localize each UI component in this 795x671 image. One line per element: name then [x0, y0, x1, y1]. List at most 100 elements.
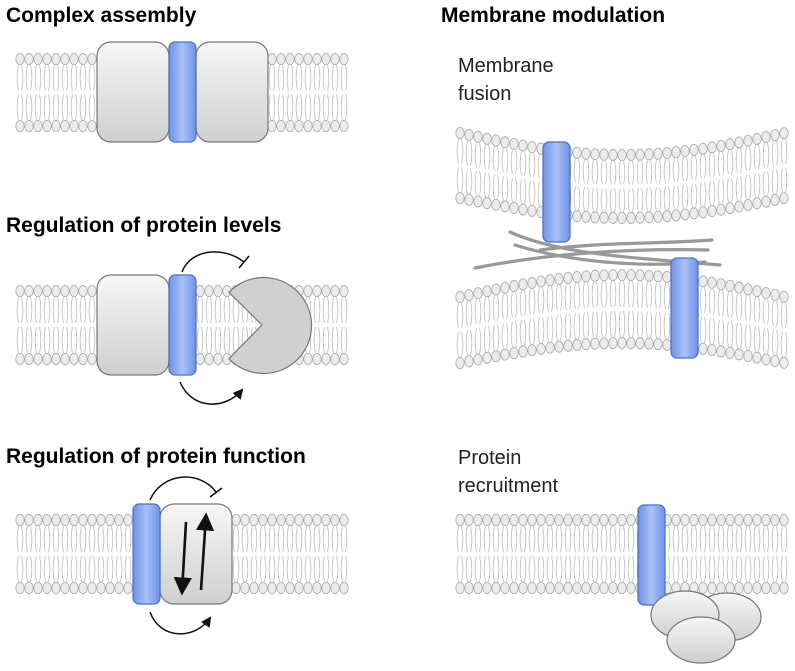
lipid-head [770, 193, 780, 206]
lipid-tail [501, 323, 504, 349]
lipid-tail [785, 331, 788, 357]
lipid-tail [246, 525, 249, 553]
lipid-head [734, 281, 744, 294]
lipid-head [491, 134, 501, 147]
lipid-head [195, 284, 205, 297]
lipid-tail [699, 182, 702, 207]
lipid-head [743, 283, 753, 296]
lipid-tail [30, 326, 33, 354]
lipid-tail [708, 318, 711, 345]
lipid-tail [57, 555, 60, 583]
lipid-tail [618, 280, 621, 308]
lipid-head [680, 145, 690, 158]
lipid-tail [318, 94, 321, 121]
lipid-head [581, 270, 591, 283]
lipid-tail [528, 318, 531, 345]
lipid-tail [663, 158, 666, 183]
lipid-tail [524, 151, 527, 176]
lipid-tail [291, 525, 294, 553]
lipid-tail [210, 296, 213, 324]
lipid-head [626, 514, 636, 527]
lipid-head [779, 514, 789, 527]
lipid-tail [250, 525, 253, 553]
lipid-head [680, 208, 690, 221]
lipid-tail [34, 525, 37, 553]
lipid-tail [726, 525, 729, 553]
lipid-tail [785, 555, 788, 583]
lipid-head [662, 210, 672, 223]
lipid-tail [708, 555, 711, 583]
lipid-tail [546, 555, 549, 583]
lipid-tail [66, 326, 69, 354]
lipid-tail [318, 296, 321, 324]
lipid-tail [282, 525, 285, 553]
lipid-head [761, 353, 771, 366]
lipid-tail [708, 288, 711, 315]
lipid-head [527, 141, 537, 154]
lipid-head [482, 197, 492, 210]
lipid-tail [632, 555, 635, 583]
lipid-head [312, 53, 322, 66]
lipid-head [267, 582, 277, 595]
lipid-tail [533, 525, 536, 553]
lipid-head [617, 582, 627, 595]
lipid-tail [309, 555, 312, 583]
lipid-tail [79, 525, 82, 553]
lipid-head [500, 348, 510, 361]
lipid-tail [461, 167, 464, 193]
lipid-tail [79, 94, 82, 121]
lipid-head [662, 146, 672, 159]
lipid-head [509, 201, 519, 214]
lipid-tail [345, 94, 348, 121]
lipid-head [626, 211, 636, 224]
lipid-tail [573, 186, 576, 211]
lipid-tail [582, 187, 585, 211]
lipid-tail [488, 172, 491, 198]
lipid-tail [88, 64, 91, 91]
lipid-tail [331, 555, 334, 583]
lipid-tail [573, 158, 576, 183]
lipid-tail [39, 525, 42, 553]
lipid-tail [30, 296, 33, 324]
lipid-tail [43, 555, 46, 583]
lipid-head [500, 281, 510, 294]
lipid-tail [627, 188, 630, 213]
lipid-tail [762, 328, 765, 354]
lipid-tail [61, 64, 64, 91]
lipid-tail [309, 94, 312, 121]
lipid-tail [564, 555, 567, 583]
lipid-tail [767, 555, 770, 583]
lipid-tail [744, 555, 747, 583]
lipid-tail [196, 296, 199, 324]
lipid-tail [578, 525, 581, 553]
lipid-tail [456, 138, 459, 164]
lipid-tail [614, 311, 617, 338]
lipid-head [761, 195, 771, 208]
lipid-tail [474, 525, 477, 553]
lipid-head [590, 148, 600, 161]
lipid-head [770, 129, 780, 142]
lipid-head [303, 120, 313, 133]
lipid-tail [771, 525, 774, 553]
lipid-tail [582, 159, 585, 184]
lipid-tail [515, 555, 518, 583]
lipid-head [87, 352, 97, 365]
lipid-head [42, 120, 52, 133]
lipid-tail [785, 525, 788, 553]
lipid-tail [201, 326, 204, 354]
lipid-tail [731, 291, 734, 318]
lipid-tail [84, 555, 87, 583]
lipid-tail [704, 555, 707, 583]
lipid-tail [551, 315, 554, 342]
lipid-tail [327, 64, 330, 91]
lipid-head [761, 131, 771, 144]
lipid-head [545, 274, 555, 287]
lipid-tail [668, 158, 671, 183]
lipid-tail [627, 555, 630, 583]
lipid-tail [555, 555, 558, 583]
lipid-head [644, 211, 654, 224]
lipid-tail [52, 94, 55, 121]
lipid-tail [510, 149, 513, 175]
lipid-tail [21, 555, 24, 583]
lipid-head [60, 514, 70, 527]
